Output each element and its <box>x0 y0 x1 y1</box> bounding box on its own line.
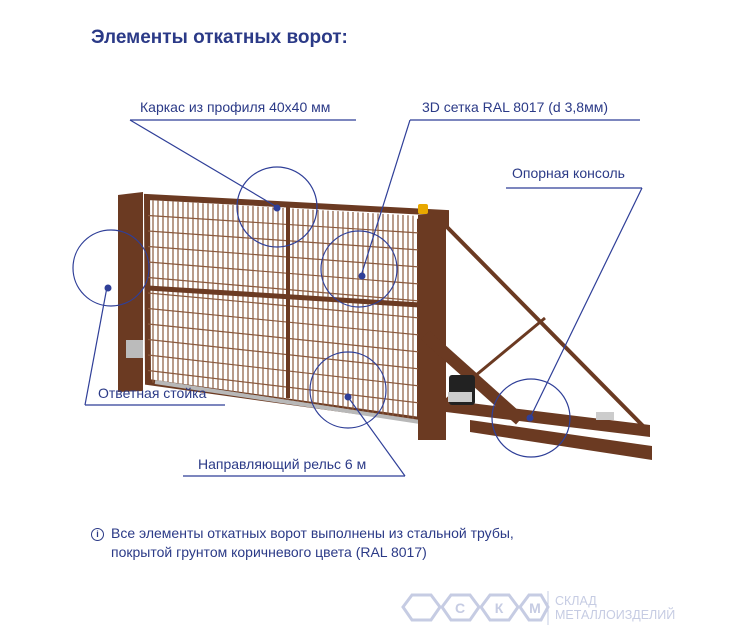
page-title: Элементы откатных ворот: <box>91 27 348 48</box>
console-callout-circle <box>491 378 571 458</box>
signal-lamp <box>418 204 428 214</box>
callouts <box>72 119 643 477</box>
logo-line-1: СКЛАД <box>555 594 597 608</box>
frame-callout-circle <box>236 166 318 248</box>
post-bracket <box>126 340 143 358</box>
console-diagonal <box>444 224 649 432</box>
label-rail: Направляющий рельс 6 м <box>198 456 367 472</box>
note-line-2: покрытой грунтом коричневого цвета (RAL … <box>111 544 427 560</box>
label-console: Опорная консоль <box>512 165 625 181</box>
mesh-3d <box>147 200 421 420</box>
svg-text:М: М <box>529 600 541 616</box>
mesh-leader <box>360 119 411 277</box>
frame-leader <box>129 119 278 208</box>
logo-line-2: МЕТАЛЛОИЗДЕЛИЙ <box>555 608 676 622</box>
mesh-callout-circle <box>320 230 398 308</box>
svg-text:С: С <box>455 600 465 616</box>
base-bracket <box>596 412 614 420</box>
post-leader <box>84 286 108 406</box>
response-post <box>118 192 143 392</box>
console-leader <box>529 187 643 419</box>
logo-mark <box>401 591 550 625</box>
label-frame: Каркас из профиля 40х40 мм <box>140 99 331 115</box>
mid-rail <box>147 285 421 308</box>
label-post: Ответная стойка <box>98 385 207 401</box>
info-icon: i <box>91 528 104 541</box>
rail-callout-circle <box>309 351 387 429</box>
drive-plate <box>448 392 472 402</box>
note-line-1: Все элементы откатных ворот выполнены из… <box>111 525 514 541</box>
sliding-gate-drawing <box>118 192 652 460</box>
base-beam <box>446 400 650 437</box>
logo-text: СКЛАД МЕТАЛЛОИЗДЕЛИЙ <box>555 594 675 622</box>
post-callout-circle <box>72 229 150 307</box>
main-post <box>418 214 446 440</box>
rail-leader <box>347 396 406 477</box>
base-beam-lower <box>470 420 652 460</box>
svg-text:К: К <box>495 600 504 616</box>
label-mesh: 3D сетка RAL 8017 (d 3,8мм) <box>422 99 608 115</box>
info-note: i Все элементы откатных ворот выполнены и… <box>91 524 514 562</box>
callout-dots <box>104 204 534 422</box>
